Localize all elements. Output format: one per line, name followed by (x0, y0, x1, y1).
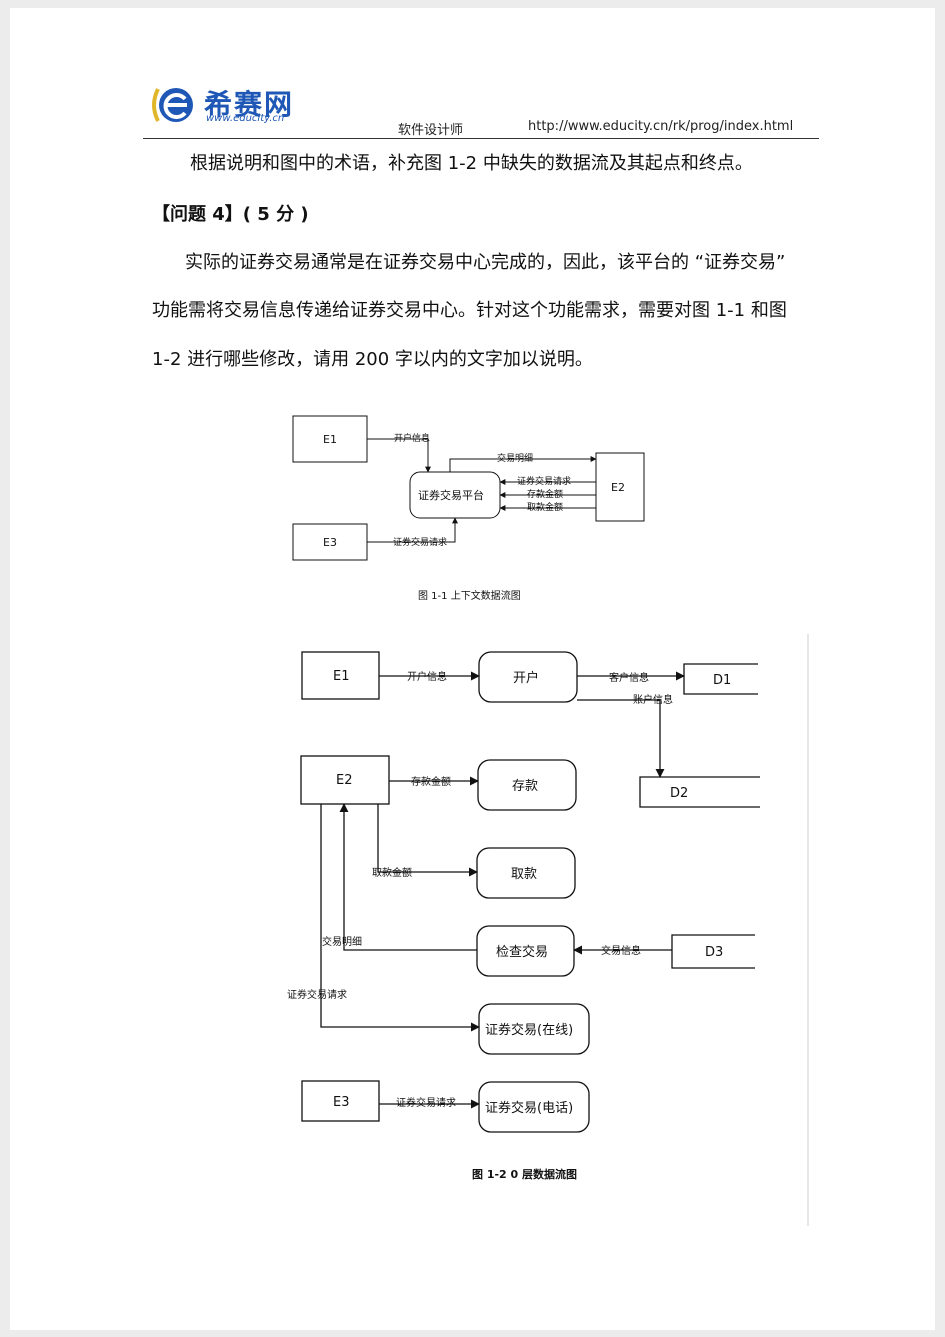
educity-logo-icon (152, 88, 193, 122)
figure-1-2-caption: 图 1-2 0 层数据流图 (472, 1167, 577, 1181)
f1-flow-open: 开户信息 (394, 432, 430, 444)
f2-withdraw-label: 取款 (511, 867, 537, 882)
f2-open-label: 开户 (513, 670, 539, 686)
f1-flow-e3-req: 证券交易请求 (393, 536, 447, 548)
f2-flow-req-phone: 证券交易请求 (396, 1096, 456, 1109)
f2-deposit-label: 存款 (512, 779, 538, 794)
f1-flow-req: 证券交易请求 (517, 475, 571, 487)
f1-flow-detail: 交易明细 (497, 452, 533, 464)
f2-flow-trade-info: 交易信息 (601, 944, 641, 957)
f2-flow-deposit: 存款金额 (411, 775, 451, 788)
f2-flow-detail: 交易明细 (322, 935, 362, 948)
header-category: 软件设计师 (398, 123, 464, 138)
logo-name: 希赛网 (204, 88, 295, 121)
f2-online-label: 证券交易(在线) (485, 1022, 573, 1038)
f2-flow-account: 账户信息 (633, 693, 673, 706)
header-url: http://www.educity.cn/rk/prog/index.html (528, 119, 794, 134)
q4-line-2: 功能需将交易信息传递给证券交易中心。针对这个功能需求，需要对图 1-1 和图 (152, 300, 787, 321)
f2-d3-label: D3 (705, 945, 723, 960)
f1-platform-label: 证券交易平台 (418, 488, 484, 502)
f1-flow-withdraw: 取款金额 (527, 501, 563, 513)
f1-flow-deposit: 存款金额 (527, 488, 563, 500)
f2-entity-e3 (301, 1080, 380, 1122)
f1-entity-e2 (595, 452, 645, 522)
f2-flow-customer: 客户信息 (609, 671, 649, 684)
f2-flow-open: 开户信息 (407, 670, 447, 683)
question-4-title: 【问题 4】( 5 分 ) (152, 204, 309, 225)
q4-line-3: 1-2 进行哪些修改，请用 200 字以内的文字加以说明。 (152, 349, 593, 370)
f2-e2-label: E2 (336, 773, 353, 788)
figure-1-1-caption: 图 1-1 上下文数据流图 (418, 589, 521, 602)
f1-e3-label: E3 (323, 536, 337, 549)
f2-flow-withdraw: 取款金额 (372, 866, 412, 879)
header-rule (143, 138, 819, 139)
f2-e3-label: E3 (333, 1095, 350, 1110)
f2-check-label: 检查交易 (496, 944, 548, 960)
f1-e2-label: E2 (611, 481, 625, 494)
q4-line-1: 实际的证券交易通常是在证券交易中心完成的，因此，该平台的 “证券交易” (185, 252, 786, 273)
f2-store-d2 (639, 776, 760, 808)
f1-e1-label: E1 (323, 433, 337, 446)
f2-phone-label: 证券交易(电话) (485, 1100, 573, 1116)
f2-flow-req-online: 证券交易请求 (287, 988, 347, 1001)
f2-e1-label: E1 (333, 669, 350, 684)
document-page (10, 8, 935, 1330)
logo-url: www.educity.cn (206, 113, 285, 124)
para-supplement: 根据说明和图中的术语，补充图 1-2 中缺失的数据流及其起点和终点。 (190, 153, 753, 174)
f2-d2-label: D2 (670, 786, 688, 801)
logo: 希赛网 www.educity.cn (150, 83, 310, 131)
f2-store-d3 (671, 934, 755, 969)
f2-d1-label: D1 (713, 673, 731, 688)
